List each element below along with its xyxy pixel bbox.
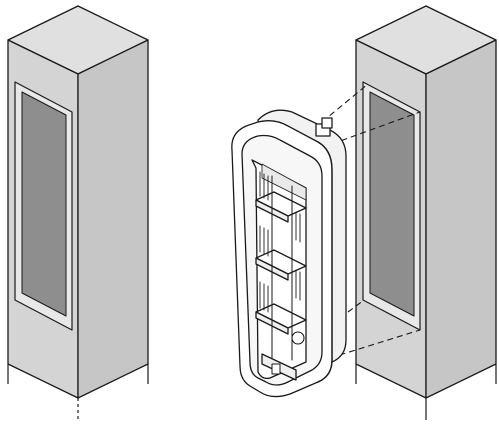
frame-clip-ribs [259,171,301,313]
right-column-side [425,39,497,399]
cable-hole [291,331,305,345]
left-column-side [77,39,149,399]
left-recess-glass [21,91,67,317]
frame-bezel-edge [317,141,333,383]
right-recess-glass [369,91,415,317]
frame-bottom-screw [271,363,281,375]
left-column [7,5,149,420]
mounting-frame [231,109,347,398]
right-column [355,5,497,420]
guide-line-bottom-front [329,329,421,359]
frame-rear-tab-upper [321,117,333,129]
frame-cavity-backwall [261,163,307,201]
frame-shelves [255,175,307,371]
guide-line-top-front [331,111,421,145]
